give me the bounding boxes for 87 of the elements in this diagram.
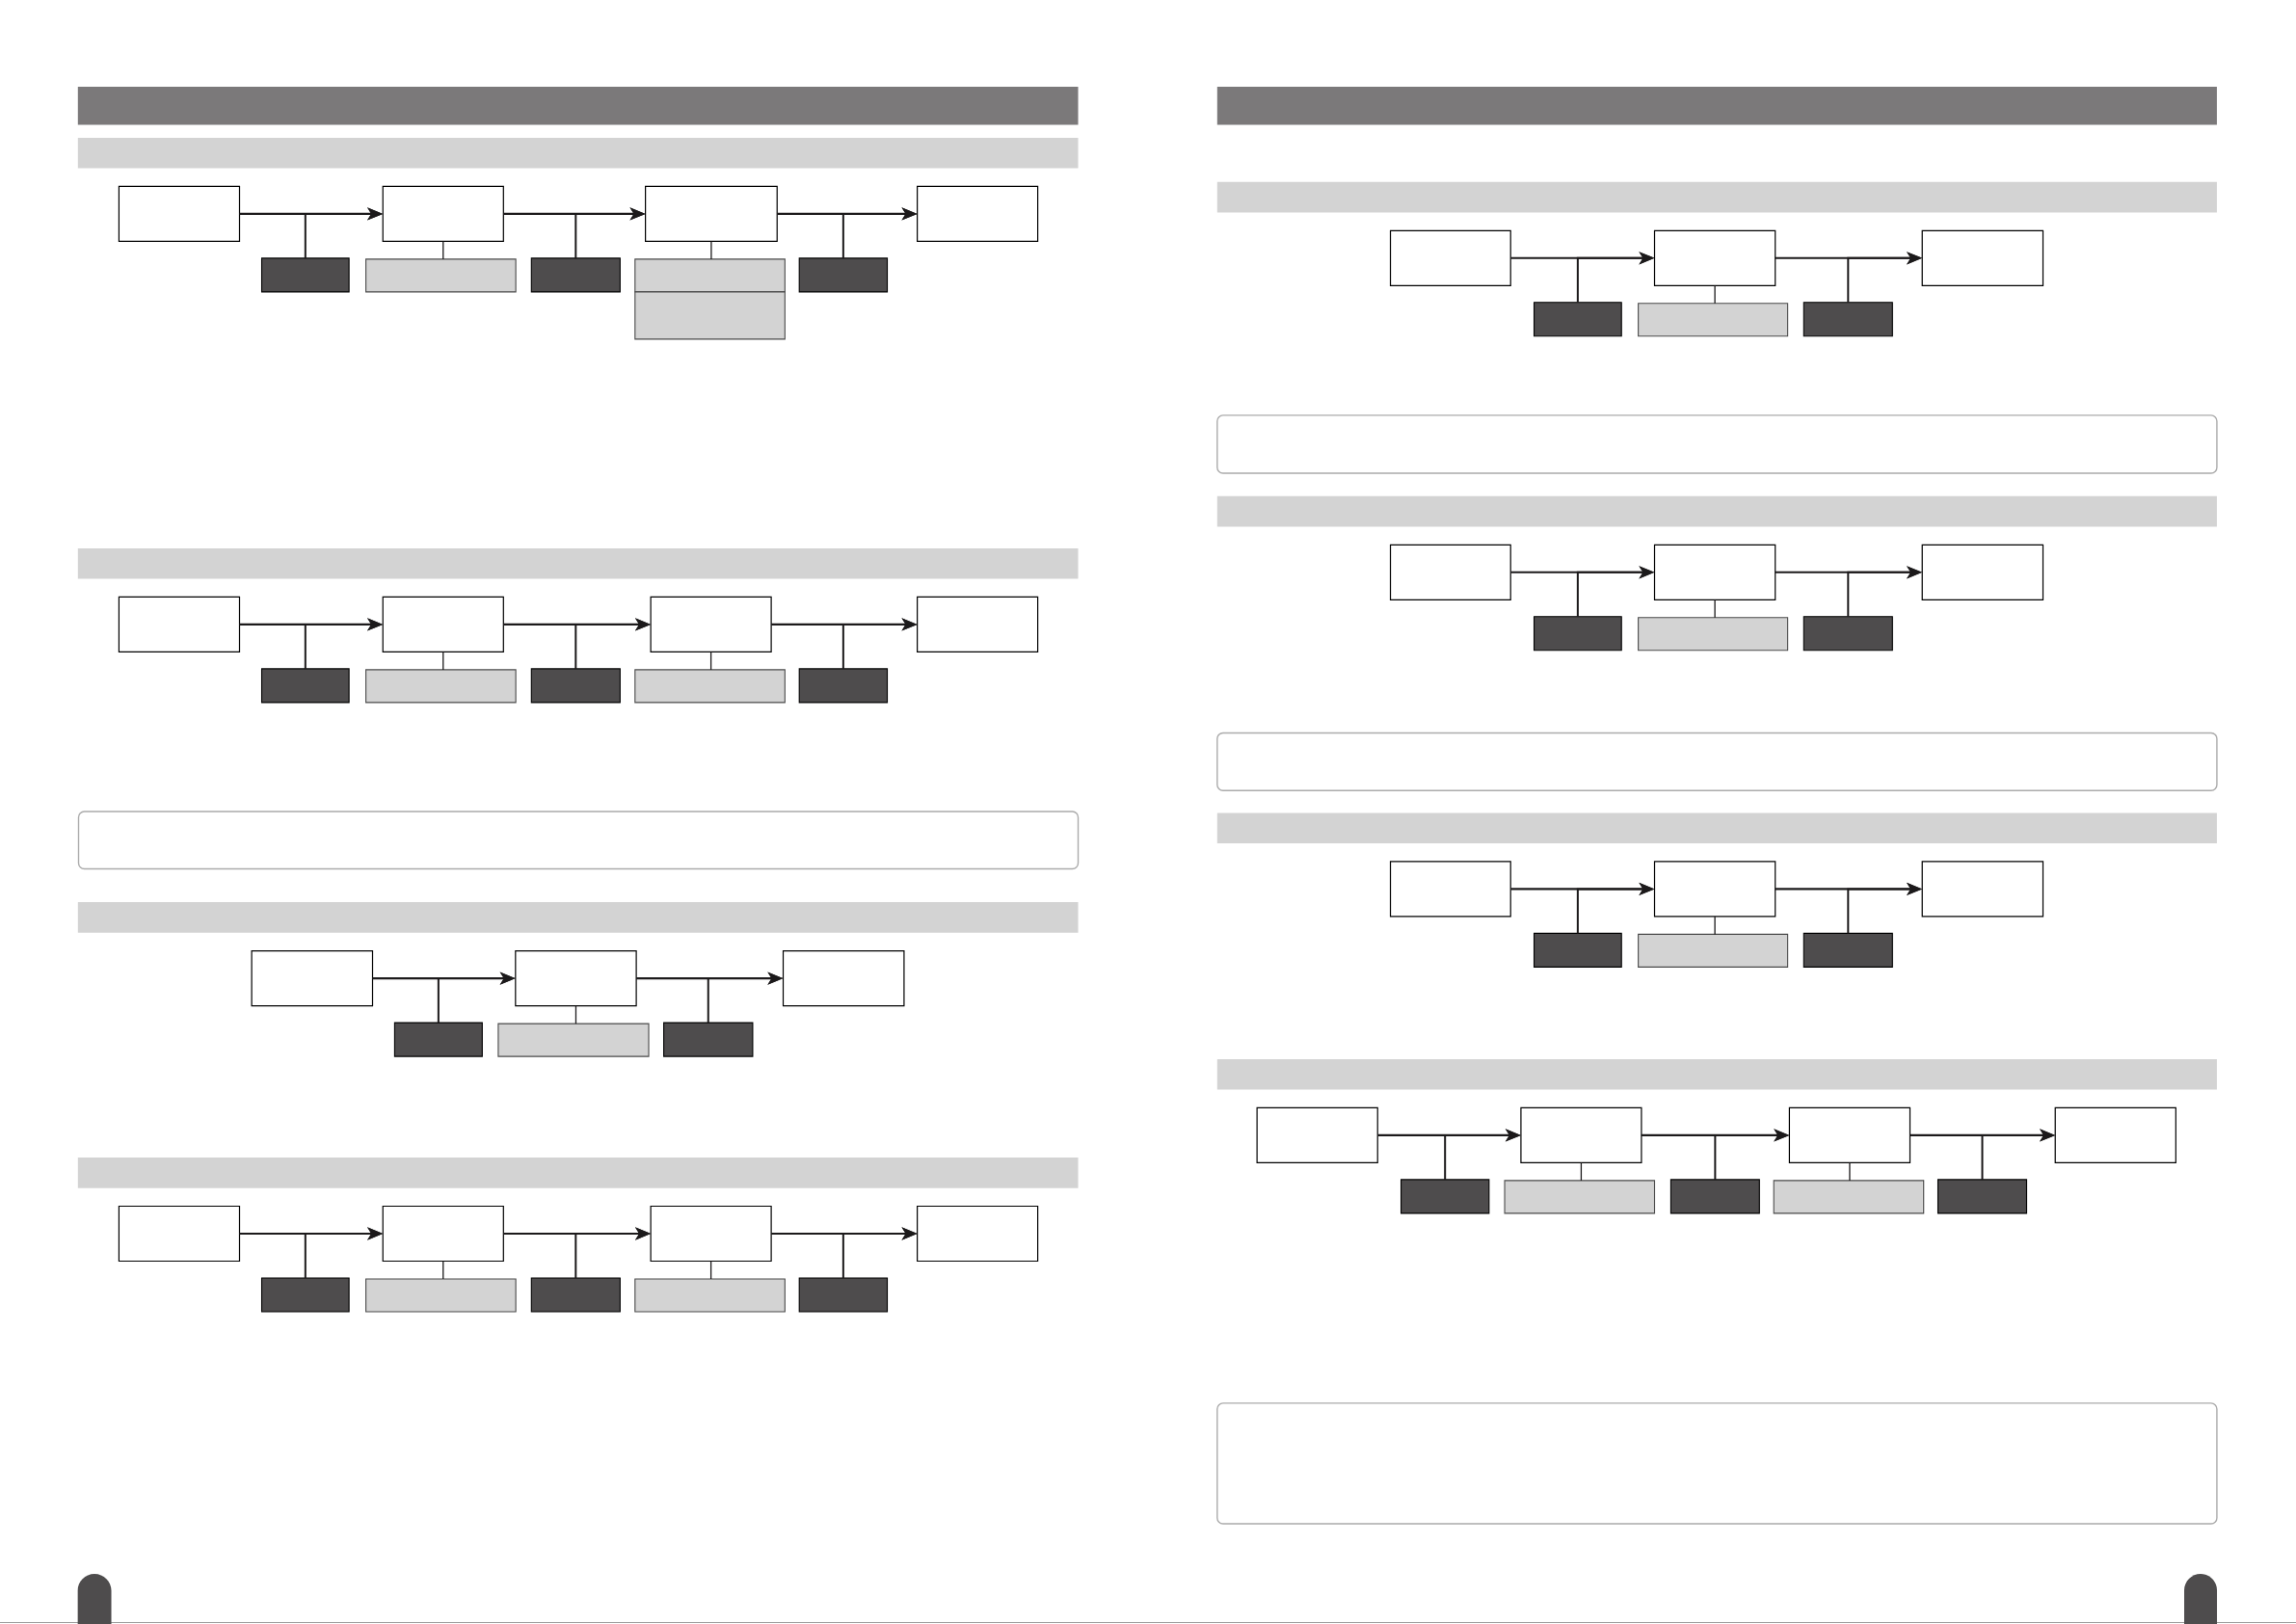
connector-line xyxy=(442,1260,444,1280)
connector-line xyxy=(1849,1161,1851,1182)
shaded-box xyxy=(365,669,517,704)
shaded-box xyxy=(634,1278,786,1313)
shaded-box xyxy=(1638,933,1789,968)
solid-box xyxy=(1802,616,1893,652)
solid-box xyxy=(798,257,889,293)
solid-box xyxy=(260,257,350,293)
section-bar xyxy=(1216,1058,2217,1090)
connector-line xyxy=(710,240,712,260)
process-box xyxy=(515,950,637,1007)
process-box xyxy=(782,950,905,1007)
connector-line xyxy=(709,1260,712,1280)
process-box xyxy=(1653,861,1776,918)
connector-line xyxy=(1714,284,1716,305)
process-box xyxy=(382,185,504,242)
section-bar xyxy=(77,137,1079,169)
section-bar xyxy=(1216,495,2217,527)
process-box xyxy=(645,185,778,242)
section-bar xyxy=(77,1158,1079,1188)
process-box xyxy=(1788,1106,1911,1163)
process-box xyxy=(1921,544,2044,600)
connector-line xyxy=(1714,599,1716,619)
solid-box xyxy=(393,1022,483,1057)
connector-line xyxy=(442,651,444,671)
section-bar xyxy=(1216,812,2217,844)
shaded-box xyxy=(497,1023,650,1057)
process-box xyxy=(650,1205,772,1263)
process-box xyxy=(1653,229,1776,286)
connector-line xyxy=(1580,1161,1583,1182)
process-box xyxy=(917,1205,1039,1263)
solid-box xyxy=(1936,1179,2028,1214)
process-box xyxy=(1921,861,2044,918)
solid-box xyxy=(530,1277,621,1313)
shaded-box xyxy=(1638,303,1789,337)
shaded-box xyxy=(634,291,786,340)
solid-box xyxy=(530,257,621,293)
header-bar xyxy=(77,87,1079,125)
process-box xyxy=(2054,1106,2176,1163)
solid-box xyxy=(798,1277,889,1313)
solid-box xyxy=(1802,302,1893,337)
solid-box xyxy=(1533,616,1622,652)
process-box xyxy=(118,596,241,652)
shaded-box xyxy=(634,258,786,293)
shaded-box xyxy=(1504,1180,1656,1214)
connector-line xyxy=(442,240,444,260)
note-box xyxy=(1216,1402,2218,1525)
connector-line xyxy=(1714,916,1716,936)
solid-box xyxy=(663,1022,754,1057)
solid-box xyxy=(260,668,350,704)
section-bar xyxy=(77,902,1079,933)
connector-line xyxy=(709,651,712,671)
solid-box xyxy=(1533,302,1622,337)
shaded-box xyxy=(365,258,517,293)
solid-box xyxy=(1400,1179,1490,1214)
process-box xyxy=(1256,1106,1378,1163)
section-bar xyxy=(1216,181,2217,213)
solid-box xyxy=(530,668,621,704)
shaded-box xyxy=(365,1278,517,1313)
process-box xyxy=(251,950,374,1007)
connector-line xyxy=(574,1004,577,1025)
process-box xyxy=(650,596,772,652)
solid-box xyxy=(1802,932,1893,968)
section-bar xyxy=(77,547,1079,579)
process-box xyxy=(1389,229,1511,286)
note-box xyxy=(1216,414,2218,474)
process-box xyxy=(1520,1106,1642,1163)
solid-box xyxy=(260,1277,350,1313)
shaded-box xyxy=(1773,1180,1925,1214)
process-box xyxy=(118,185,241,242)
process-box xyxy=(382,1205,504,1263)
process-box xyxy=(1389,544,1511,600)
solid-box xyxy=(1533,932,1622,968)
process-box xyxy=(1389,861,1511,918)
process-box xyxy=(118,1205,241,1263)
process-box xyxy=(1921,229,2044,286)
shaded-box xyxy=(634,669,786,704)
process-box xyxy=(917,596,1039,652)
process-box xyxy=(917,185,1039,242)
note-box xyxy=(1216,732,2218,791)
shaded-box xyxy=(1638,617,1789,652)
process-box xyxy=(1653,544,1776,600)
solid-box xyxy=(798,668,889,704)
process-box xyxy=(382,596,504,652)
solid-box xyxy=(1669,1179,1760,1214)
note-box xyxy=(77,811,1080,870)
header-bar xyxy=(1216,87,2217,125)
